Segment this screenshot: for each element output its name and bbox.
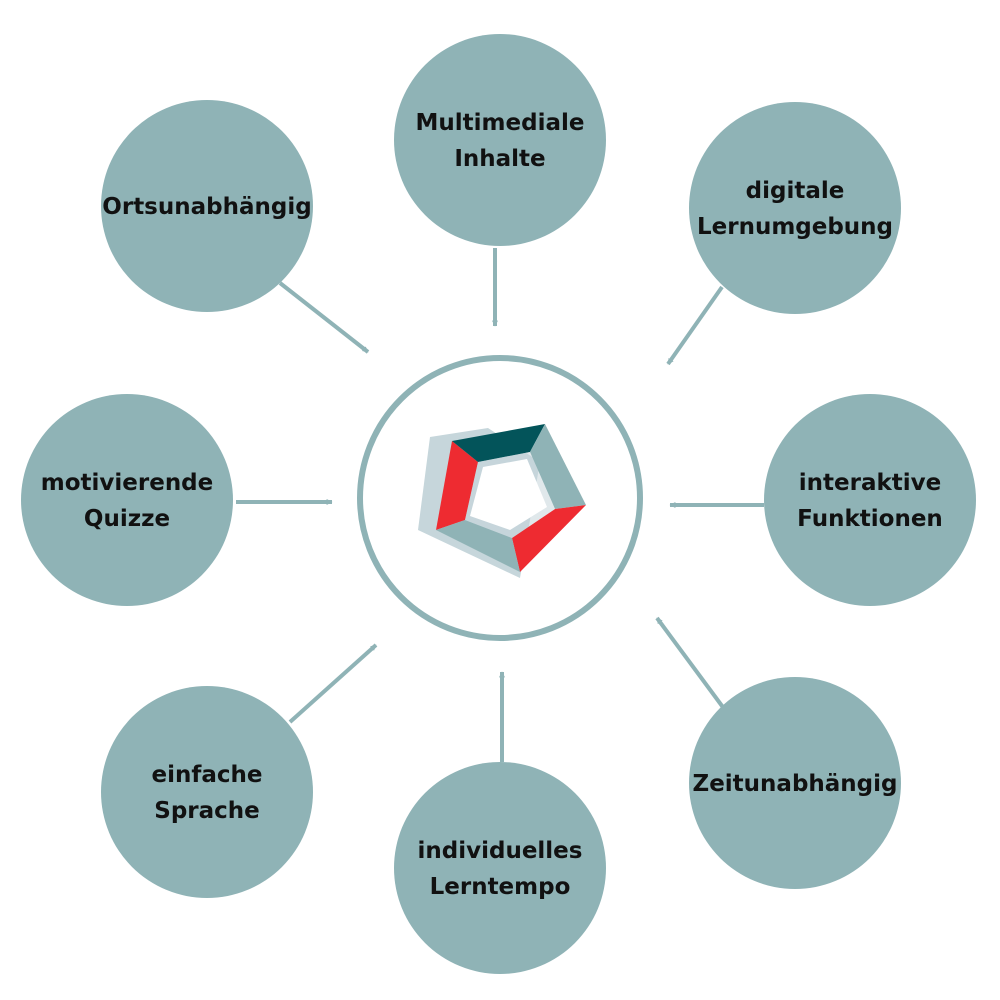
node-label: digitale (746, 178, 845, 204)
node-circle (689, 677, 901, 889)
node-label: Inhalte (454, 146, 545, 172)
logo-teal-bottom-segment (436, 520, 520, 572)
logo-red-left-segment (436, 441, 478, 530)
arrow-zeitunabhaengig (655, 616, 727, 712)
node-circle (394, 762, 606, 974)
node-circle (764, 394, 976, 606)
node-circle (689, 102, 901, 314)
node-label: Sprache (154, 798, 260, 824)
node-label: Lernumgebung (697, 214, 893, 240)
node-label: Quizze (84, 506, 170, 532)
arrow-ortsunabhaengig (278, 281, 370, 354)
node-label: Funktionen (797, 506, 943, 532)
node-label: motivierende (41, 470, 214, 496)
node-label: Zeitunabhängig (693, 771, 898, 797)
node-label: interaktive (799, 470, 941, 496)
logo-dark-top-segment (452, 424, 545, 462)
logo-inner-hole (470, 459, 547, 530)
arrow-einfache-sprache (288, 643, 378, 724)
logo-teal-right-segment (530, 424, 586, 509)
node-label: Lerntempo (430, 874, 571, 900)
node-circle (101, 686, 313, 898)
node-label: Multimediale (416, 110, 585, 136)
node-zeitunabhaengig: Zeitunabhängig (689, 677, 901, 889)
arrows-layer (236, 248, 764, 762)
node-ortsunabhaengig: Ortsunabhängig (101, 100, 313, 312)
node-circle (21, 394, 233, 606)
node-label: individuelles (418, 838, 583, 864)
logo-red-right-segment (512, 505, 586, 572)
node-label: Ortsunabhängig (102, 194, 311, 220)
node-circle (101, 100, 313, 312)
node-circle (394, 34, 606, 246)
pentagon-ring-logo-icon (418, 424, 586, 578)
arrow-digitale-lernumgebung (666, 285, 724, 366)
node-label: einfache (152, 762, 263, 788)
